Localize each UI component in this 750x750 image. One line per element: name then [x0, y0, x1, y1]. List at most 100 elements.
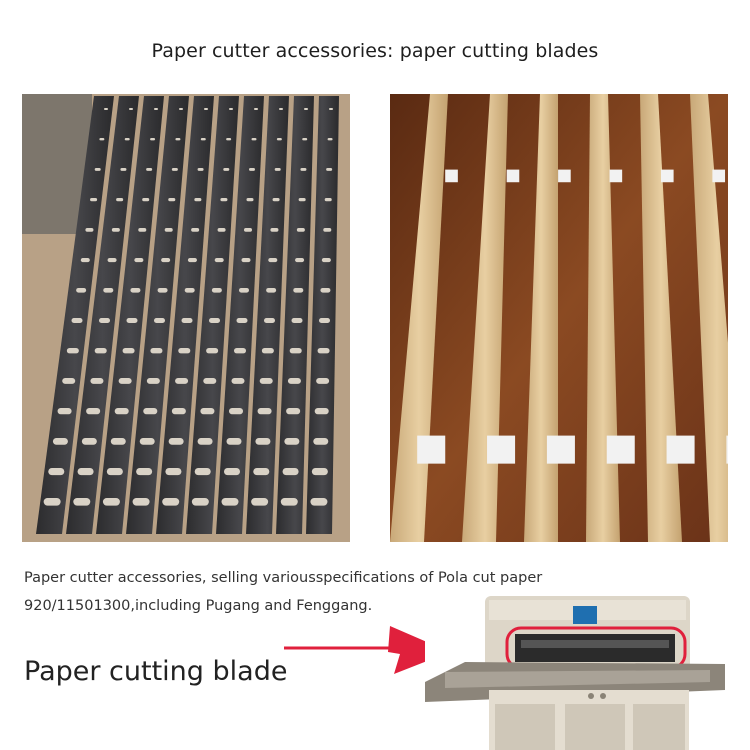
blade-slot	[251, 138, 257, 141]
blade-slot	[329, 108, 333, 110]
blade-slot	[323, 228, 332, 232]
blade-slot	[150, 138, 156, 141]
blade-slot	[293, 288, 304, 293]
blade-slot	[217, 228, 226, 232]
hss-blades-photo	[390, 94, 728, 542]
blade-slot	[284, 438, 300, 445]
blade-strip	[276, 96, 314, 534]
blade-slot	[71, 318, 83, 323]
paper-cutter-machine-photo	[425, 592, 725, 750]
blade-slot	[110, 438, 126, 445]
blade-slot	[116, 198, 124, 202]
blade-slot	[81, 438, 97, 445]
blade-slot	[171, 408, 186, 415]
blade-strip	[126, 96, 189, 534]
blade-slot	[162, 498, 180, 506]
blade-slot	[300, 168, 307, 171]
blade-strip	[96, 96, 164, 534]
blade-slot	[150, 348, 163, 354]
blade-slot	[168, 198, 176, 202]
wood-strip	[390, 94, 448, 542]
blade-slot	[326, 168, 333, 171]
blade-slot	[52, 438, 68, 445]
blade-slot	[295, 258, 305, 263]
blade-slot	[120, 168, 127, 171]
blade-strip	[306, 96, 339, 534]
blade-strip	[186, 96, 239, 534]
blade-slot	[191, 228, 200, 232]
blade-slot	[62, 378, 76, 384]
blade-slot	[229, 408, 243, 415]
blade-slot	[175, 138, 181, 141]
blade-slot	[73, 498, 91, 506]
blade-slot	[253, 468, 270, 476]
blade-slot	[168, 438, 184, 445]
blade-slot	[311, 468, 328, 476]
blade-slot	[220, 198, 228, 202]
blade-slot	[251, 498, 269, 506]
blade-slot	[241, 258, 251, 263]
blade-slot	[90, 378, 104, 384]
blade-slot	[104, 108, 108, 110]
blade-slot	[249, 168, 255, 171]
blade-slot	[255, 438, 271, 445]
blade-slot	[99, 318, 110, 323]
blade-slot	[321, 258, 331, 263]
blade-slot	[236, 318, 248, 323]
blade-slot	[129, 108, 133, 110]
blade-slot	[231, 378, 245, 384]
blade-slot	[154, 108, 158, 110]
blade-slot	[90, 198, 98, 202]
blade-slot	[310, 498, 328, 506]
blade-strip	[216, 96, 264, 534]
blade-slot	[272, 198, 280, 202]
blade-slot	[138, 228, 147, 232]
blade-slot	[130, 288, 141, 293]
blade-slot	[142, 198, 150, 202]
blade-slot	[122, 348, 135, 354]
blade-label-sticker	[417, 435, 446, 464]
blade-slot	[226, 438, 242, 445]
page-title: Paper cutter accessories: paper cutting …	[151, 40, 599, 62]
wood-strip	[524, 94, 558, 542]
blade-label-sticker	[546, 435, 575, 464]
product-description: Paper cutter accessories, selling variou…	[24, 564, 664, 620]
wood-strip	[586, 94, 620, 542]
wood-strip	[640, 94, 682, 542]
blade-label-sticker	[487, 435, 516, 464]
wood-strip	[690, 94, 728, 542]
callout-arrow-icon	[284, 626, 450, 674]
blade-label-sticker	[558, 169, 571, 183]
blade-slot	[244, 228, 252, 232]
blade-slot	[136, 468, 153, 476]
description-line-1: Paper cutter accessories, selling variou…	[24, 570, 543, 586]
blade-slot	[124, 138, 130, 141]
paper-cutter-machine-image	[425, 592, 725, 750]
blade-slot	[289, 348, 302, 354]
blade-slot	[146, 378, 160, 384]
blade-slot	[259, 378, 273, 384]
blade-slot	[268, 258, 278, 263]
hss-blades-image	[390, 94, 728, 542]
blade-slot	[154, 318, 165, 323]
blade-slot	[94, 168, 101, 171]
blade-label-sticker	[609, 169, 623, 183]
blade-label-sticker	[726, 435, 728, 464]
blade-slot	[161, 258, 171, 263]
blade-slot	[139, 438, 155, 445]
blade-slot	[179, 108, 183, 110]
blade-slot	[57, 408, 72, 415]
blade-slot	[214, 258, 224, 263]
blade-slot	[302, 138, 308, 141]
blade-slot	[211, 288, 222, 293]
blade-slot	[191, 498, 209, 506]
blade-slot	[165, 468, 182, 476]
blade-slot	[80, 258, 90, 263]
blade-slot	[66, 348, 79, 354]
blades-stack-image	[22, 94, 350, 542]
blade-slot	[204, 108, 208, 110]
blade-label-sticker	[606, 435, 635, 464]
blade-slot	[327, 138, 333, 141]
blade-slot	[102, 498, 120, 506]
blade-slot	[143, 408, 158, 415]
